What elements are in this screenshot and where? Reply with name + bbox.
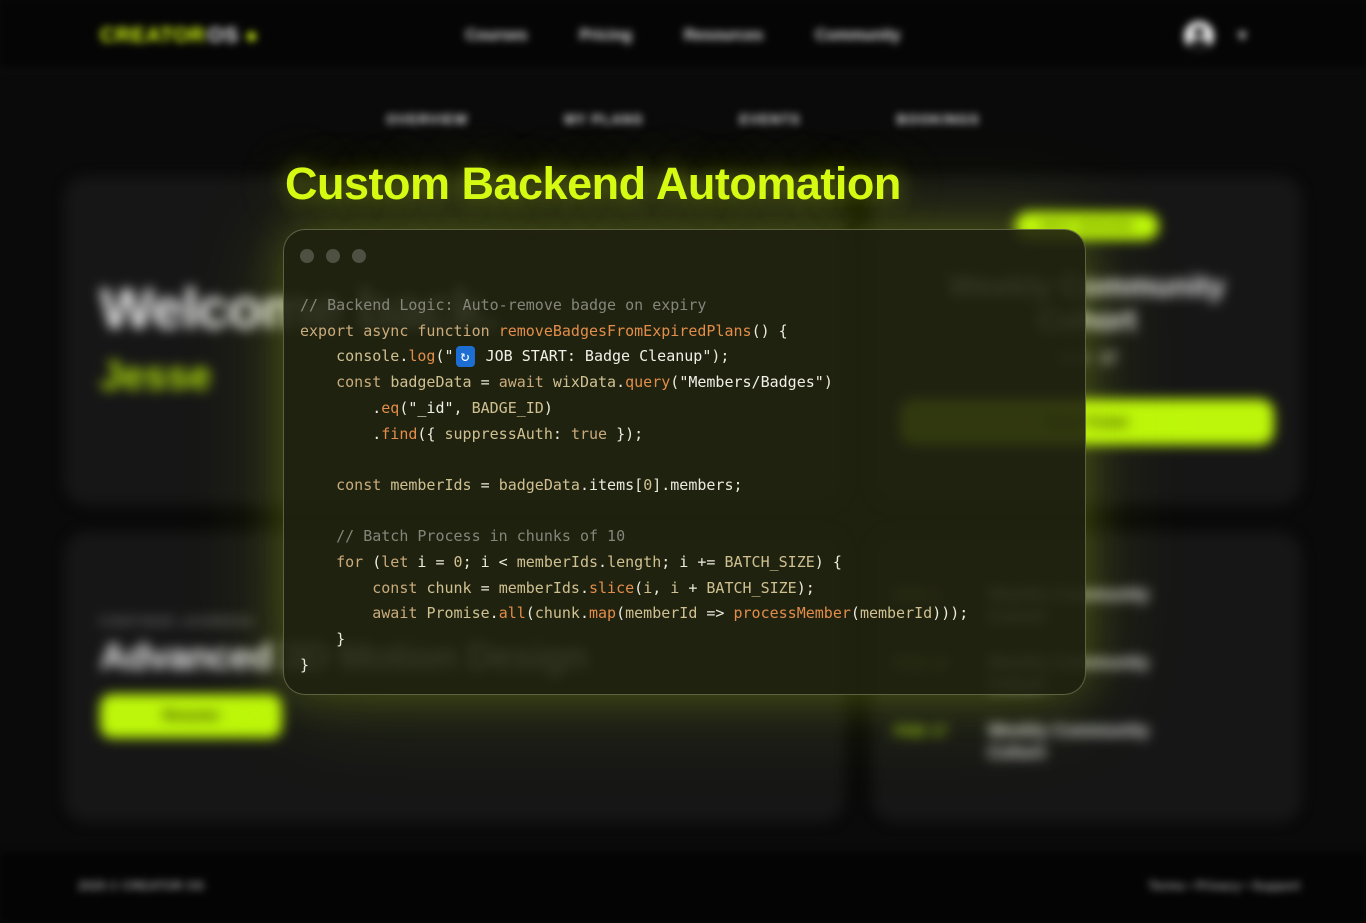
subnav-item-my-plans[interactable]: MY PLANS <box>564 112 644 127</box>
session-date-month: JAN <box>1057 350 1091 367</box>
nav-item-community[interactable]: Community <box>815 26 901 44</box>
event-date: FEB 17 <box>894 723 948 740</box>
event-row[interactable]: FEB 10 Weekly Community Cohort <box>894 652 1302 720</box>
continue-learning-label: CONTINUE LEARNING <box>100 616 256 628</box>
event-title: Weekly Community Cohort <box>988 652 1150 694</box>
session-title: Weekly Community Cohort <box>948 270 1226 337</box>
footer: 2025 © CREATOR OS Terms • Privacy • Supp… <box>0 852 1366 923</box>
event-date: FEB 3 <box>894 587 940 604</box>
course-title: Advanced 3D Motion Design <box>100 636 588 677</box>
resume-button[interactable]: Resume <box>100 694 282 738</box>
next-session-card: NEXT SESSION Weekly Community Cohort JAN… <box>872 176 1302 505</box>
welcome-heading: Welcome back. <box>100 277 499 341</box>
footer-copyright: 2025 © CREATOR OS <box>78 879 205 893</box>
subnav-item-bookings[interactable]: BOOKINGS <box>896 112 980 127</box>
view-ticket-button[interactable]: View Ticket <box>900 399 1274 445</box>
nav-item-courses[interactable]: Courses <box>465 26 528 44</box>
avatar[interactable] <box>1184 21 1214 51</box>
logo-dot-icon <box>246 31 256 41</box>
continue-learning-card: CONTINUE LEARNING Advanced 3D Motion Des… <box>64 532 845 822</box>
logo-part2: OS <box>207 24 239 47</box>
event-date: FEB 10 <box>894 655 948 672</box>
main-nav: Courses Pricing Resources Community <box>465 0 900 71</box>
logo-part1: CREATOR <box>100 24 206 47</box>
nav-item-pricing[interactable]: Pricing <box>579 26 633 44</box>
footer-links[interactable]: Terms • Privacy • Support <box>1148 879 1300 893</box>
top-header: CREATOR OS Courses Pricing Resources Commun… <box>0 0 1366 71</box>
subnav-item-overview[interactable]: OVERVIEW <box>386 112 469 127</box>
session-date-day: 27 <box>1100 350 1117 367</box>
subnav-item-events[interactable]: EVENTS <box>739 112 801 127</box>
next-session-badge: NEXT SESSION <box>1014 212 1159 240</box>
chevron-down-icon[interactable]: ▾ <box>1238 27 1246 44</box>
event-row[interactable]: FEB 3 Weekly Community Cohort <box>894 584 1302 652</box>
event-row[interactable]: FEB 17 Weekly Community Cohort <box>894 720 1302 788</box>
session-date: JAN 27 <box>872 350 1302 367</box>
welcome-username: Jesse <box>100 354 212 398</box>
dashboard-subnav: OVERVIEW MY PLANS EVENTS BOOKINGS <box>0 112 1366 127</box>
nav-item-resources[interactable]: Resources <box>684 26 764 44</box>
event-title: Weekly Community Cohort <box>988 584 1150 626</box>
welcome-card: Welcome back. Jesse <box>64 176 845 505</box>
event-title: Weekly Community Cohort <box>988 720 1150 762</box>
creatoros-logo[interactable]: CREATOR OS <box>100 24 256 48</box>
